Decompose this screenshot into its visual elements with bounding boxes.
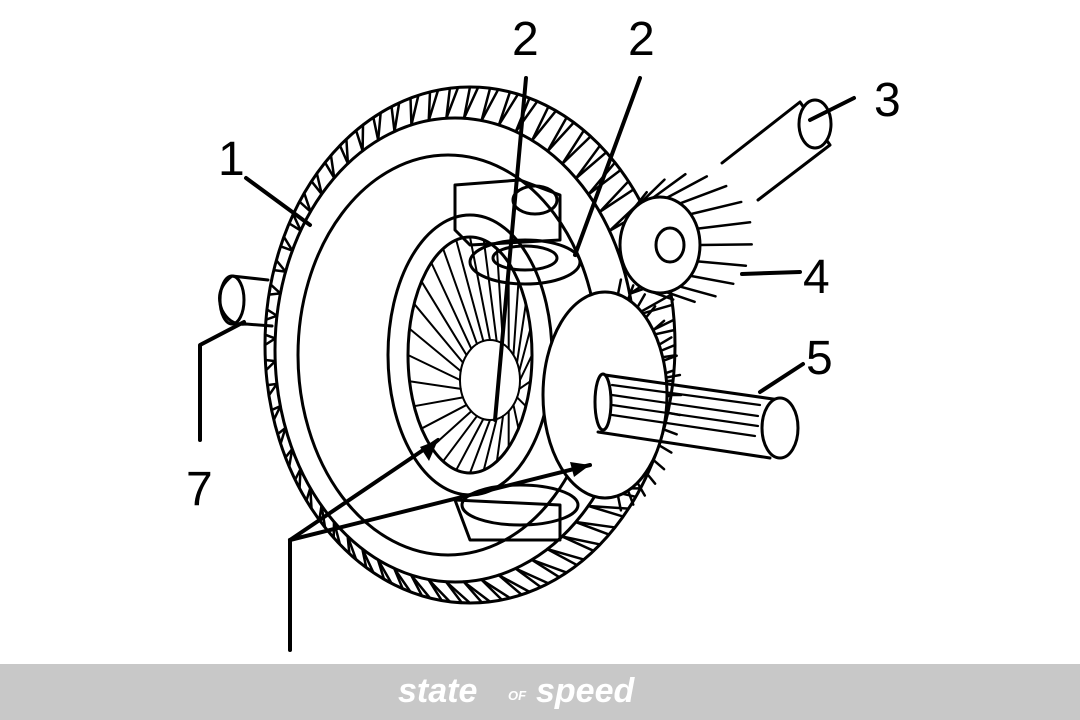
callout-7: 7 (186, 463, 213, 516)
pinion-shaft (720, 98, 833, 202)
callout-5: 5 (806, 332, 833, 385)
callout-3: 3 (874, 74, 901, 127)
side-gear-right (541, 278, 683, 512)
leader-2b (573, 76, 642, 257)
callout-4: 4 (803, 251, 830, 304)
leader-6b (288, 463, 592, 542)
leader-1 (244, 176, 312, 227)
leader-3 (808, 96, 856, 122)
footer-bar (0, 664, 1080, 720)
leader-6a (288, 438, 440, 542)
spider-gear-top (468, 238, 582, 286)
brand-logo: state OF speed (398, 672, 635, 710)
right-axle-shaft (593, 372, 800, 460)
arrowheads (420, 440, 590, 477)
leader-lines (198, 76, 856, 652)
spider-gear-bottom (460, 483, 580, 527)
pinion-gear (618, 172, 753, 304)
callout-2a: 2 (512, 13, 539, 66)
logo-word-speed: speed (536, 672, 635, 710)
leader-4 (740, 270, 802, 276)
left-axle-shaft (218, 274, 274, 328)
leader-5 (758, 362, 805, 394)
callout-2b: 2 (628, 13, 655, 66)
side-gear-left (407, 236, 533, 474)
callout-1: 1 (218, 133, 245, 186)
leader-7 (198, 320, 246, 442)
logo-word-of: OF (508, 688, 527, 703)
leader-2a (493, 76, 528, 422)
logo-word-state: state (398, 672, 477, 710)
